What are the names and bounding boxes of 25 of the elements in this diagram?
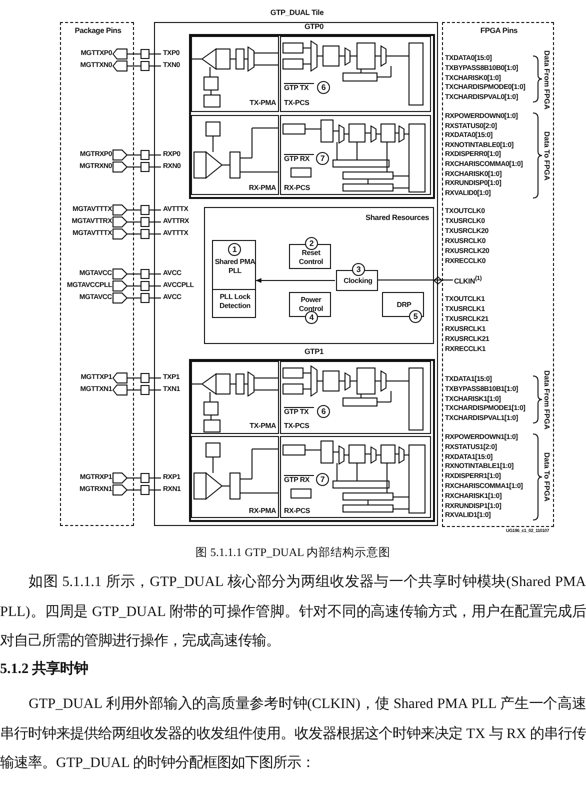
callout-number: 3: [352, 263, 365, 276]
sub-block: [191, 36, 279, 112]
sub-block: [191, 361, 279, 434]
callout-number: 7: [316, 473, 329, 486]
sub-block: [280, 361, 431, 434]
callout-number: 7: [316, 152, 329, 165]
figure-caption: 图 5.1.1.1 GTP_DUAL 内部结构示意图: [194, 545, 392, 560]
callout-number: 1: [228, 243, 241, 256]
callout-number: 6: [317, 405, 330, 418]
sub-block: [280, 36, 431, 112]
pin-group-panel: [60, 22, 134, 526]
sub-block: [191, 436, 279, 518]
function-box: [212, 240, 256, 318]
callout-number: 2: [305, 237, 318, 250]
callout-number: 6: [317, 81, 330, 94]
section-heading: 5.1.2 共享时钟: [0, 659, 90, 679]
connector-arrow: [255, 278, 336, 283]
sub-block: [280, 436, 431, 518]
pin-group-panel: [442, 22, 554, 527]
paragraph: 如图 5.1.1.1 所示，GTP_DUAL 核心部分为两组收发器与一个共享时钟模块(Shared PMA PLL)。四周是 GTP_DUAL 附带的可操作管脚。针对不同的高速传输方式，用户在配置完成后对自己所需的管脚进行操作，完成高速传输。: [0, 572, 586, 651]
callout-number: 5: [409, 310, 422, 323]
callout-number: 4: [305, 311, 318, 324]
sub-block: [191, 115, 279, 195]
shared-resources-panel: [204, 207, 434, 344]
paragraph: GTP_DUAL 利用外部输入的高质量参考时钟(CLKIN)，使 Shared PMA PLL 产生一个高速串行时钟来提供给两组收发器的收发组件使用。收发器根据这个时钟来决定 TX 与 RX 的串行传输速率。GTP_DUAL 的时钟分配框图如下图所示：: [0, 694, 586, 773]
